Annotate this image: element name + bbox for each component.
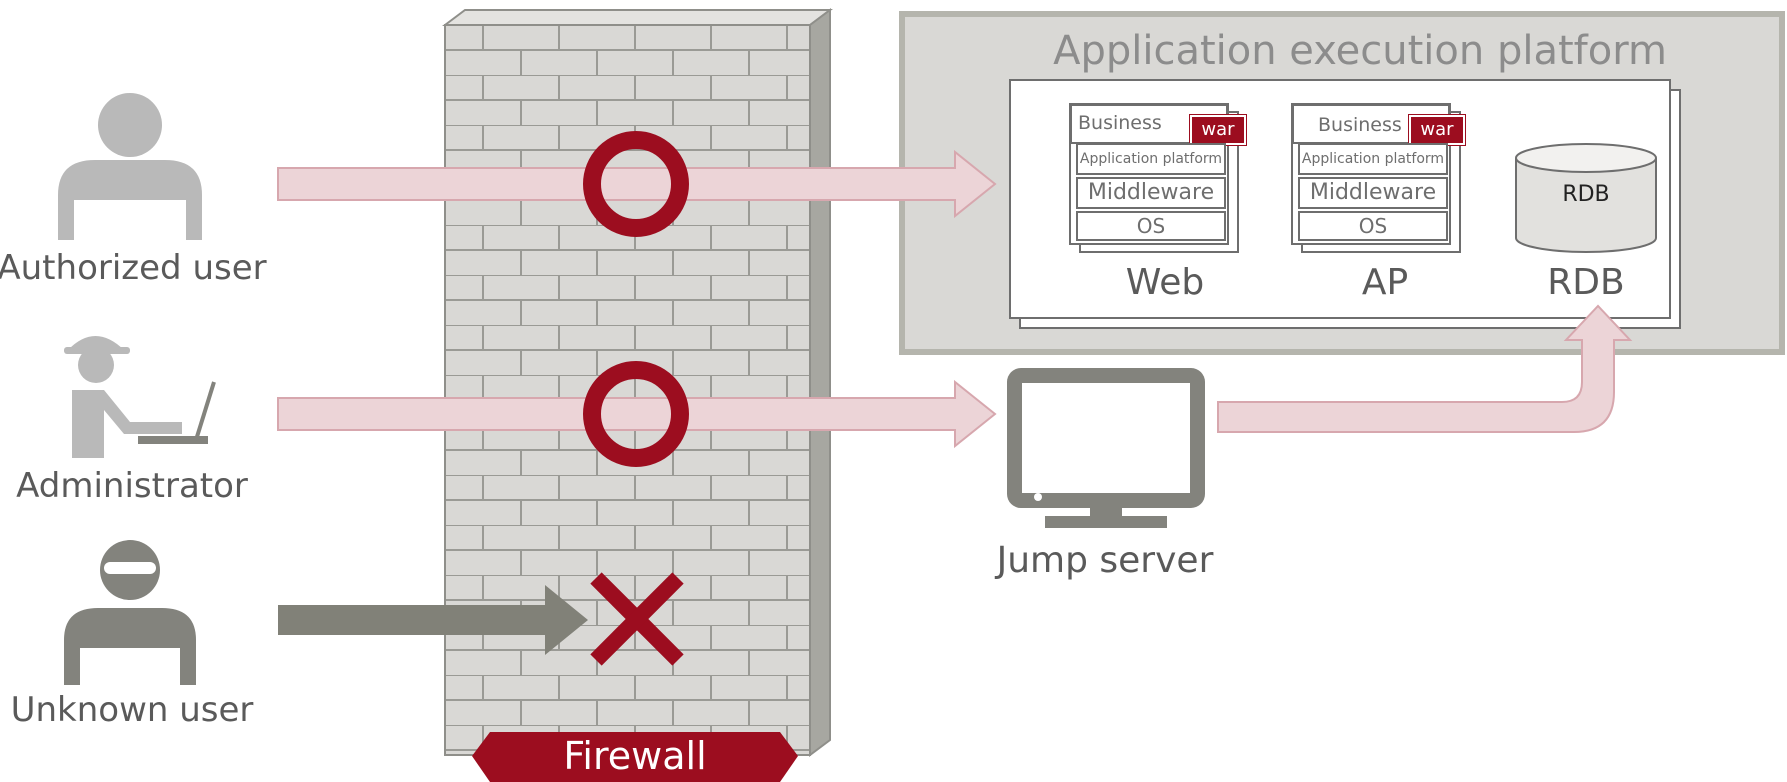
authorized-user-label: Authorized user [0, 248, 267, 288]
administrator-icon [64, 336, 216, 458]
web-caption: Web [1125, 262, 1205, 303]
jump-to-rdb-arrow [1217, 304, 1633, 433]
admin-access-arrow [277, 379, 997, 449]
authorized-access-arrow [277, 149, 997, 219]
app-platform-layer: Application platform [1298, 143, 1448, 175]
firewall-label: Firewall [563, 734, 707, 778]
unknown-user-icon [64, 540, 196, 685]
rdb-caption: RDB [1547, 262, 1625, 303]
app-platform-layer: Application platform [1076, 143, 1226, 175]
blocked-access-arrow [278, 585, 588, 655]
os-layer: OS [1298, 211, 1448, 241]
x-blocked-icon [590, 572, 684, 666]
circle-allowed-icon [583, 361, 689, 467]
monitor-icon [1007, 368, 1205, 528]
os-layer: OS [1076, 211, 1226, 241]
authorized-user-icon [58, 93, 202, 240]
ap-caption: AP [1361, 262, 1409, 303]
administrator-label: Administrator [16, 466, 248, 506]
database-cylinder-icon [1515, 143, 1657, 253]
rdb-cylinder-label: RDB [1562, 182, 1610, 207]
circle-allowed-icon [583, 131, 689, 237]
middleware-layer: Middleware [1298, 177, 1448, 209]
platform-title: Application execution platform [1053, 28, 1667, 74]
firewall-wall [442, 8, 833, 757]
war-badge: war [1189, 114, 1247, 146]
war-badge: war [1408, 114, 1466, 146]
middleware-layer: Middleware [1076, 177, 1226, 209]
jump-server-caption: Jump server [996, 540, 1214, 581]
firewall-badge [472, 732, 798, 782]
business-label: Business [1078, 112, 1162, 134]
unknown-user-label: Unknown user [10, 690, 254, 730]
business-label: Business [1318, 114, 1402, 136]
